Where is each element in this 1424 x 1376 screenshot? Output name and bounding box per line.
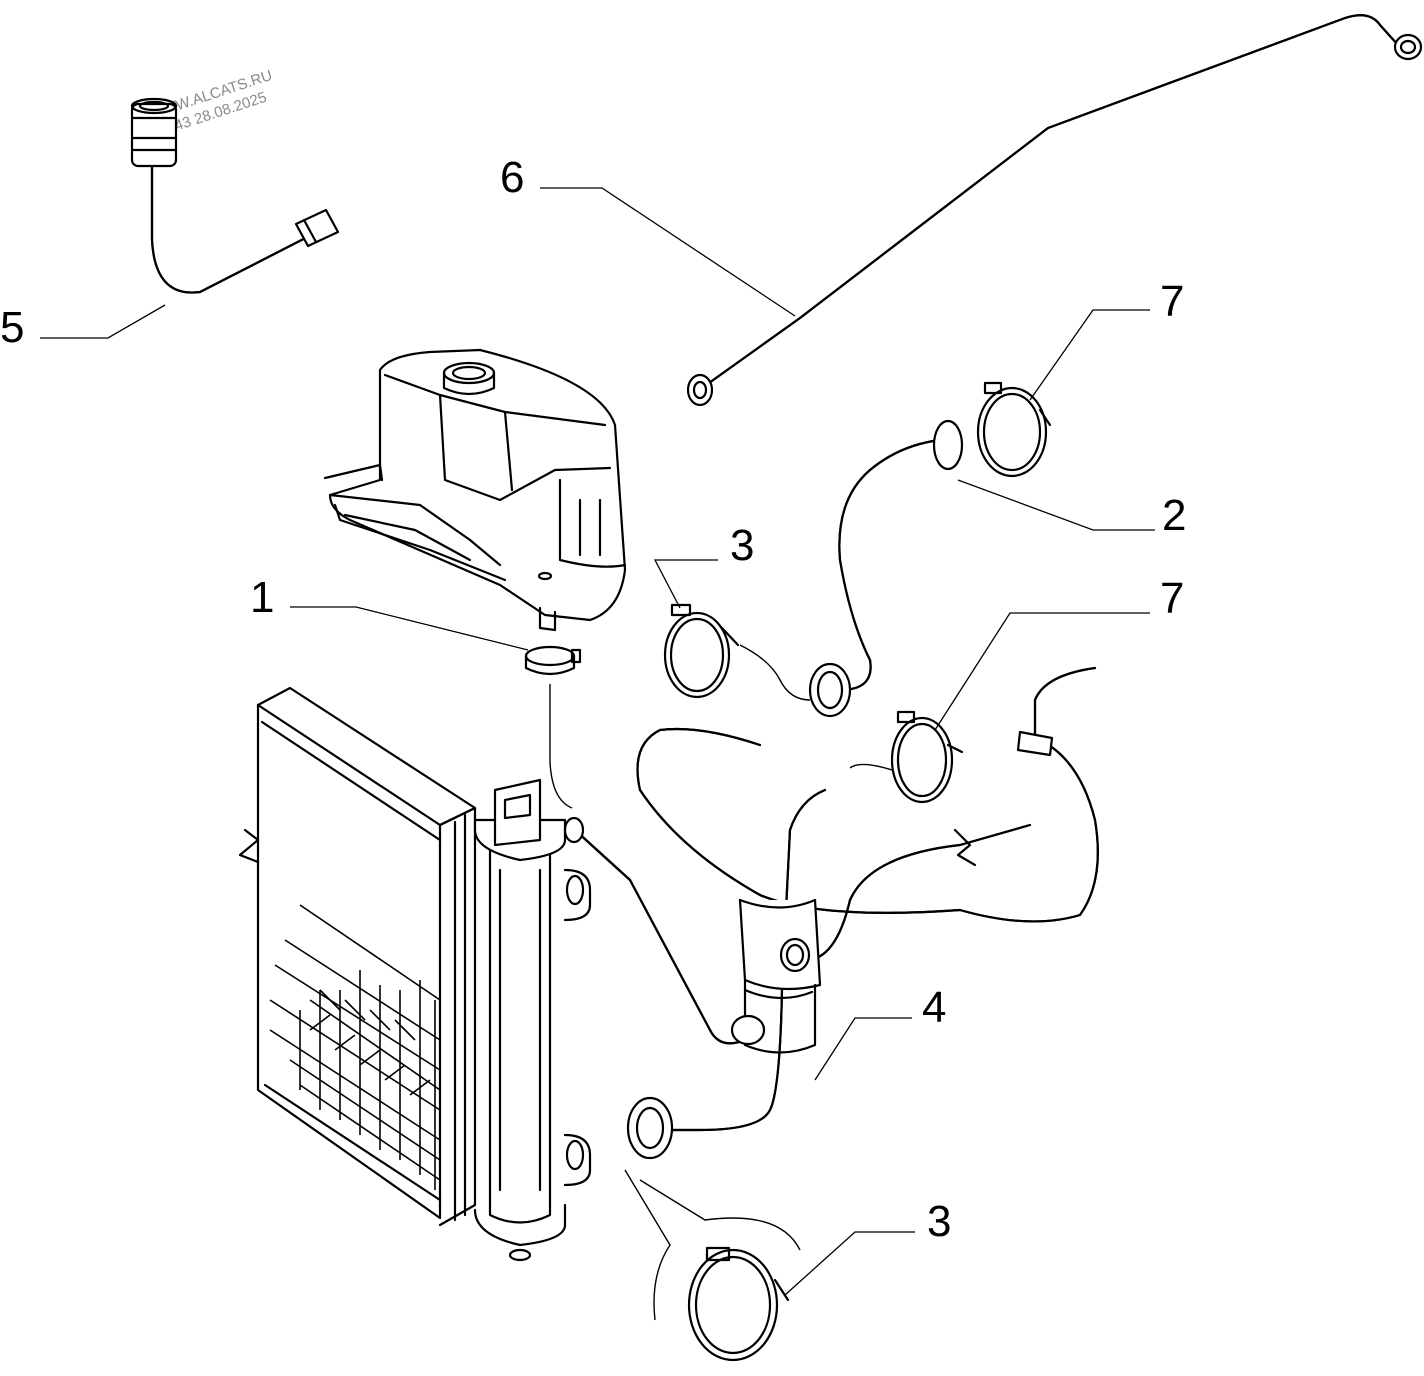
bypass-hose[interactable]	[563, 816, 747, 1045]
heater-hose[interactable]	[636, 666, 1099, 962]
leader-2	[957, 479, 1155, 531]
part-2-upper-hose[interactable]	[808, 419, 964, 718]
leader-7-lower	[934, 612, 1150, 731]
part-7-clamp-upper[interactable]	[976, 381, 1052, 478]
leader-6	[540, 187, 796, 317]
expansion-tank[interactable]	[323, 348, 627, 632]
part-6-label: 6	[500, 153, 524, 202]
clamp-3-upper-guide	[739, 644, 811, 701]
part-3-clamp-lower[interactable]	[687, 1246, 790, 1362]
part-3-label-upper: 3	[730, 521, 754, 570]
clamp-3-lower-guide-left	[624, 1169, 671, 1321]
part-4-label: 4	[922, 983, 946, 1032]
leader-4	[814, 1017, 912, 1081]
radiator[interactable]	[238, 686, 477, 1227]
leader-3-lower	[784, 1231, 915, 1296]
part-7-label-upper: 7	[1160, 277, 1184, 326]
clamp-3-lower-guide-right	[639, 1179, 801, 1251]
callout-numbers: 5 6 1 7 2 3 7 4 3	[0, 153, 1186, 1246]
clamp-1-guide-curve	[549, 761, 573, 809]
radiator-side-tank[interactable]	[473, 778, 592, 1262]
part-2-label: 2	[1162, 491, 1186, 540]
leader-1	[290, 606, 529, 651]
part-4-lower-hose[interactable]	[626, 788, 827, 1160]
part-3-label-lower: 3	[927, 1197, 951, 1246]
leader-5	[40, 304, 166, 339]
leader-lines	[40, 187, 1155, 1296]
radiator-core-grid	[269, 904, 441, 1190]
part-5-filler-hose[interactable]	[130, 97, 340, 294]
clamp-7-lower-guide	[849, 763, 893, 771]
part-6-vent-hose[interactable]	[686, 14, 1423, 407]
part-1-clamp[interactable]	[524, 645, 582, 676]
part-5-label: 5	[0, 303, 24, 352]
part-1-label: 1	[250, 573, 274, 622]
leader-3-upper	[653, 559, 718, 609]
part-3-clamp-upper[interactable]	[663, 603, 740, 699]
leader-7-upper	[1029, 309, 1150, 401]
part-7-label-lower: 7	[1160, 574, 1184, 623]
part-7-clamp-lower[interactable]	[890, 710, 964, 804]
